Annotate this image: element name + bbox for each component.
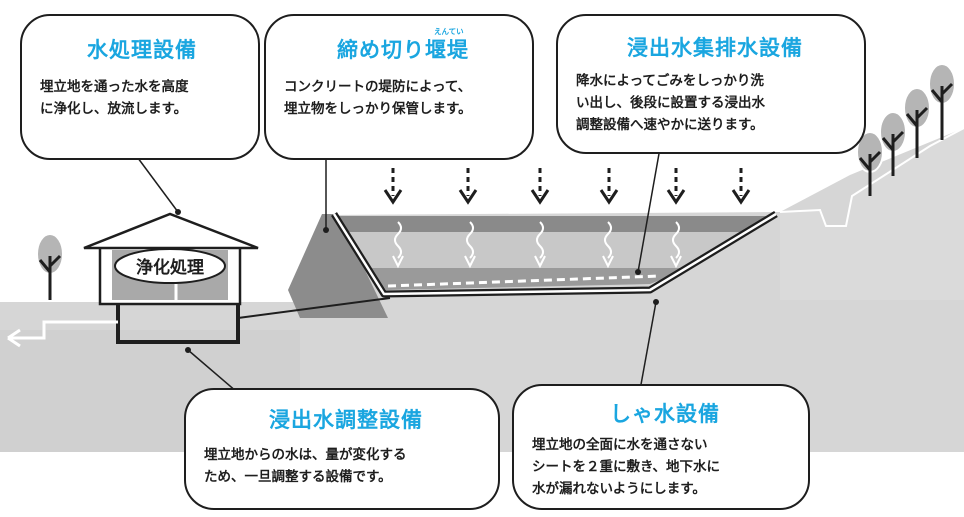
landfill-waste-layer: [348, 232, 742, 268]
landfill-top-layer: [338, 216, 770, 232]
tree-right-2: [879, 111, 907, 176]
discharge-pipe: [8, 320, 118, 340]
rain-arrow: [599, 168, 619, 205]
right-cliff: [780, 128, 964, 300]
collection-pipe: [387, 274, 661, 288]
embankment-dam: [288, 214, 388, 318]
callout-title: 締め切り堰堤: [337, 38, 469, 62]
discharge-arrow: [7, 328, 21, 348]
callout-text: コンクリートの堤防によって、: [284, 79, 472, 95]
percolation-arrow: [392, 221, 404, 269]
callout-leachate-adjustment: 浸出水調整設備 埋立地からの水は、量が変化する ため、一旦調整する設備です。: [184, 388, 500, 510]
callout-embankment: えんてい 締め切り堰堤 コンクリートの堤防によって、 埋立物をしっかり保管します…: [264, 14, 534, 160]
callout-text: ため、一旦調整する設備です。: [204, 469, 392, 485]
callout-text: 埋立物をしっかり保管します。: [284, 101, 472, 117]
callout-title: 浸出水集排水設備: [627, 36, 803, 60]
treatment-building: [83, 212, 259, 306]
callout-text: シートを２重に敷き、地下水に: [532, 459, 721, 475]
callout-title: 浸出水調整設備: [269, 408, 423, 432]
rain-arrow: [530, 168, 550, 205]
callout-text: 降水によってごみをしっかり洗: [576, 73, 764, 89]
callout-leachate-collection: 浸出水集排水設備 降水によってごみをしっかり洗 い出し、後段に設置する浸出水 調…: [556, 14, 866, 154]
callout-title: しゃ水設備: [610, 402, 720, 426]
callout-water-treatment: 水処理設備 埋立地を通った水を高度 に浄化し、放流します。: [20, 14, 260, 160]
rain-arrow: [731, 168, 751, 205]
callout-text: 調整設備へ速やかに送ります。: [576, 117, 764, 133]
ruby-annotation: えんてい: [434, 27, 464, 36]
leader-water-treatment: [131, 149, 179, 213]
percolation-arrow: [464, 221, 476, 269]
callout-water-barrier: しゃ水設備 埋立地の全面に水を通さない シートを２重に敷き、地下水に 水が漏れな…: [512, 384, 810, 510]
callout-title: 水処理設備: [87, 38, 197, 62]
tree-right-3: [903, 87, 931, 158]
callout-text: 水が漏れないようにします。: [532, 481, 706, 497]
landfill-lower-layer: [370, 268, 690, 290]
callout-text: 埋立地からの水は、量が変化する: [204, 447, 407, 463]
percolation-arrow: [670, 221, 682, 269]
leader-water-barrier: [639, 301, 657, 391]
callout-text: 埋立地の全面に水を通さない: [532, 437, 708, 453]
building-label: 浄化処理: [136, 257, 204, 278]
percolation-arrow: [602, 221, 614, 269]
tree-left: [36, 233, 64, 300]
rain-arrow: [383, 168, 403, 205]
rain-arrow: [666, 168, 686, 205]
leader-leachate-collection: [637, 147, 661, 273]
callout-text: い出し、後段に設置する浸出水: [576, 95, 765, 111]
percolation-arrow: [534, 221, 546, 269]
callout-text: に浄化し、放流します。: [40, 101, 188, 117]
tree-right-1: [856, 131, 884, 196]
rain-arrow: [458, 168, 478, 205]
transfer-pipe: [237, 297, 391, 319]
tree-right-4: [928, 63, 956, 140]
callout-text: 埋立地を通った水を高度: [40, 79, 189, 95]
